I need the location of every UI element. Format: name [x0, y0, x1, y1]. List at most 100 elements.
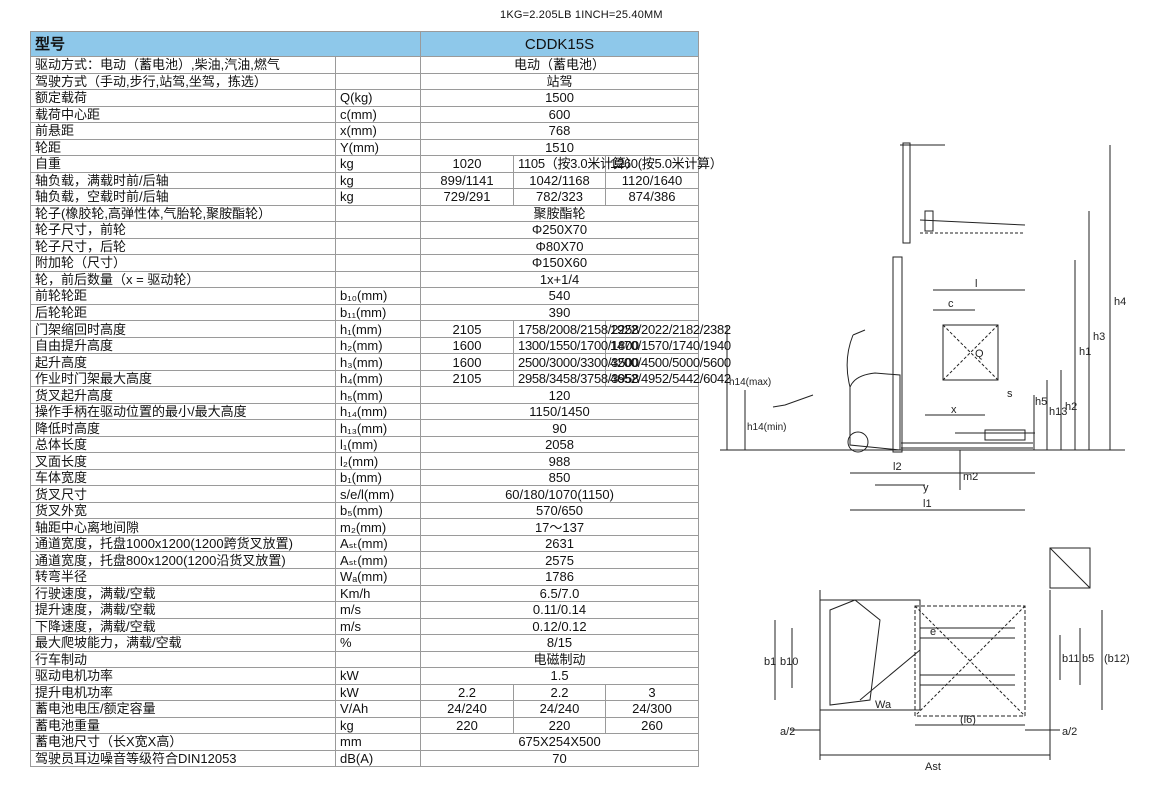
dim-b11: b11: [1062, 653, 1080, 665]
row-value: 4652/4952/5442/6042: [605, 369, 731, 388]
row-value: 1786: [420, 567, 700, 586]
row-label: 行驶速度，满载/空载: [30, 584, 336, 603]
row-unit: b₅(mm): [334, 501, 422, 520]
row-unit: V/Ah: [334, 700, 422, 718]
row-unit: Wₐ(mm): [334, 567, 422, 586]
table-row: 通道宽度，托盘1000x1200(1200跨货叉放置)Aₛₜ(mm)2631: [30, 534, 700, 553]
dim-h14-min: h14(min): [747, 422, 786, 433]
row-value: 1260(按5.0米计算）: [605, 155, 723, 173]
row-unit: h₅(mm): [334, 386, 422, 404]
row-label: 叉面长度: [30, 452, 336, 470]
dim-h3: h3: [1093, 331, 1105, 343]
row-value: 540: [420, 287, 700, 305]
row-unit: kg: [334, 188, 422, 206]
row-unit: kg: [334, 716, 422, 735]
row-value: 600: [420, 105, 700, 124]
dim-y: y: [923, 482, 929, 494]
unit-conversion-note: 1KG=2.205LB 1INCH=25.40MM: [500, 9, 663, 21]
row-value: 570/650: [420, 501, 700, 520]
row-value: 1922/2022/2182/2382: [605, 320, 731, 338]
row-value: 90: [420, 419, 700, 437]
dim-l6: (l6): [960, 714, 976, 726]
row-label: 蓄电池重量: [30, 716, 336, 735]
row-unit: Km/h: [334, 584, 422, 603]
table-row: 轮，前后数量（x = 驱动轮）1x+1/4: [30, 270, 700, 289]
row-value: 24/240: [420, 700, 515, 718]
row-unit: x(mm): [334, 122, 422, 140]
row-unit: [334, 270, 422, 289]
row-unit: h₂(mm): [334, 336, 422, 355]
row-label: 驾驶方式（手动,步行,站驾,坐驾，拣选）: [30, 72, 336, 91]
dim-x: x: [951, 404, 957, 416]
row-unit: [334, 254, 422, 272]
row-label: 货叉起升高度: [30, 386, 336, 404]
row-label: 轴负载，空载时前/后轴: [30, 188, 336, 206]
row-label: 提升电机功率: [30, 683, 336, 702]
table-row: 附加轮（尺寸）Φ150X60: [30, 254, 700, 272]
row-unit: Y(mm): [334, 138, 422, 157]
row-label: 自重: [30, 155, 336, 173]
row-unit: kW: [334, 667, 422, 685]
row-unit: m/s: [334, 617, 422, 636]
row-label: 额定载荷: [30, 89, 336, 107]
row-label: 驱动电机功率: [30, 667, 336, 685]
row-label: 降低时高度: [30, 419, 336, 437]
row-value: 4200/4500/5000/5600: [605, 353, 731, 371]
row-value: 1510: [420, 138, 700, 157]
row-unit: [334, 72, 422, 91]
row-unit: l₁(mm): [334, 435, 422, 454]
dim-c: c: [948, 298, 954, 310]
row-value: 0.12/0.12: [420, 617, 700, 636]
dim-e: e: [930, 626, 936, 638]
spec-table: 型号 CDDK15S 驱动方式：电动（蓄电池）,柴油,汽油,燃气电动（蓄电池）驾…: [29, 31, 731, 768]
row-value: 24/240: [513, 700, 607, 718]
row-label: 驱动方式：电动（蓄电池）,柴油,汽油,燃气: [30, 56, 336, 74]
row-unit: b₁₁(mm): [334, 303, 422, 322]
row-value: 782/323: [513, 188, 607, 206]
row-value: 2.2: [513, 683, 607, 702]
row-unit: m/s: [334, 601, 422, 619]
dim-h2: h2: [1065, 401, 1077, 413]
row-value: 1020: [420, 155, 515, 173]
table-row: 通道宽度，托盘800x1200(1200沿货叉放置)Aₛₜ(mm)2575: [30, 551, 700, 569]
row-value: 1x+1/4: [420, 270, 700, 289]
row-label: 通道宽度，托盘1000x1200(1200跨货叉放置): [30, 534, 336, 553]
row-value: Φ80X70: [420, 237, 700, 256]
dim-a2-left: a/2: [780, 726, 795, 738]
row-value: 2058: [420, 435, 700, 454]
dim-h1: h1: [1079, 346, 1091, 358]
dim-h13: h13: [1049, 406, 1067, 418]
row-label: 轮子(橡胶轮,高弹性体,气胎轮,聚胺酯轮）: [30, 204, 336, 223]
row-unit: h₁₃(mm): [334, 419, 422, 437]
dim-h4: h4: [1114, 296, 1126, 308]
row-label: 蓄电池尺寸（长X宽X高）: [30, 733, 336, 751]
row-unit: Aₛₜ(mm): [334, 534, 422, 553]
row-value: 988: [420, 452, 700, 470]
row-value: 2105: [420, 369, 515, 388]
row-value: 17～137: [420, 518, 700, 536]
row-value: 8/15: [420, 634, 700, 652]
row-value: 2.2: [420, 683, 515, 702]
row-label: 转弯半径: [30, 567, 336, 586]
row-value: Φ250X70: [420, 221, 700, 239]
dim-b10: b10: [780, 656, 798, 668]
row-unit: kW: [334, 683, 422, 702]
row-unit: kg: [334, 171, 422, 190]
row-label: 蓄电池电压/额定容量: [30, 700, 336, 718]
table-row: 行车制动电磁制动: [30, 650, 700, 669]
row-value: 1758/2008/2158/2258: [513, 320, 639, 338]
